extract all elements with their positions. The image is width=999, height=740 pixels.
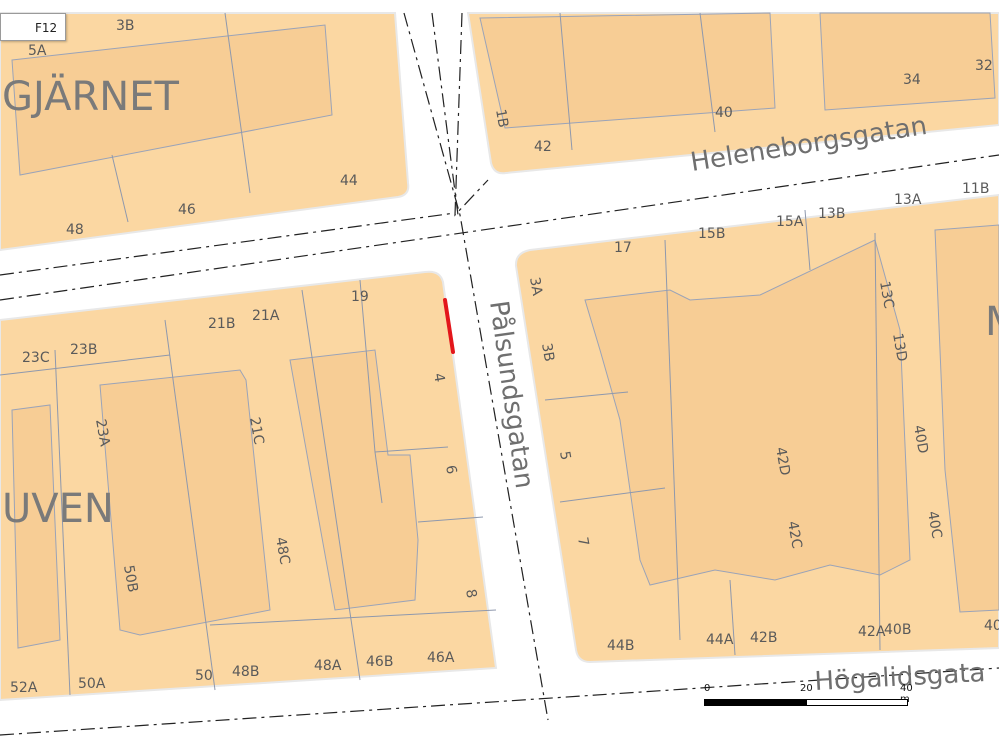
address-label: 46B bbox=[366, 654, 393, 670]
address-label: 42 bbox=[534, 139, 552, 155]
address-label: 40B bbox=[884, 622, 911, 638]
address-label: 19 bbox=[351, 289, 369, 305]
address-label: 40D bbox=[910, 424, 931, 455]
address-label: 23B bbox=[70, 342, 97, 358]
road-lines bbox=[0, 12, 999, 736]
address-label: 4 bbox=[430, 372, 447, 384]
address-label: 42B bbox=[750, 630, 777, 646]
address-label: 1B bbox=[492, 108, 511, 129]
address-label: 3B bbox=[538, 342, 557, 363]
address-label: 13C bbox=[876, 280, 897, 310]
address-label: 34 bbox=[903, 72, 921, 88]
address-label: 42C bbox=[784, 520, 805, 550]
address-label: 42A bbox=[858, 624, 886, 640]
address-label: 15A bbox=[776, 214, 804, 230]
address-label: 48B bbox=[232, 664, 259, 680]
property-lines bbox=[0, 12, 881, 696]
address-label: 3A bbox=[526, 276, 545, 297]
district-label-bottom-left: UVEN bbox=[2, 486, 114, 532]
address-label: 13D bbox=[889, 332, 910, 363]
address-label: 50A bbox=[78, 676, 106, 692]
address-label: 17 bbox=[614, 240, 632, 256]
address-label: 40C bbox=[924, 510, 945, 540]
district-label-right: M bbox=[985, 299, 999, 345]
address-label: 40 bbox=[984, 618, 999, 634]
address-label: 32 bbox=[975, 58, 993, 74]
address-label: 46A bbox=[427, 650, 455, 666]
scale-segment-white bbox=[806, 699, 908, 706]
address-label: 11B bbox=[962, 181, 989, 197]
address-label: 48A bbox=[314, 658, 342, 674]
address-label: 44A bbox=[706, 632, 734, 648]
address-label: 48 bbox=[66, 222, 84, 238]
address-label: 44B bbox=[607, 638, 634, 654]
address-label: 40 bbox=[715, 105, 733, 121]
address-label: 8 bbox=[462, 588, 479, 600]
address-label: 52A bbox=[10, 680, 38, 696]
address-label: 50 bbox=[195, 668, 213, 684]
address-label: 15B bbox=[698, 226, 725, 242]
address-label: 6 bbox=[442, 464, 459, 476]
address-label: 42D bbox=[772, 446, 793, 477]
scale-bar: 0 20 40 m bbox=[704, 683, 914, 713]
f12-button[interactable]: F12 bbox=[0, 13, 66, 41]
address-label: 21B bbox=[208, 316, 235, 332]
address-label: 5A bbox=[28, 43, 47, 59]
address-label: 44 bbox=[340, 173, 358, 189]
address-label: 50B bbox=[120, 564, 141, 594]
address-label: 21C bbox=[246, 416, 267, 446]
address-label: 13B bbox=[818, 206, 845, 222]
scale-label-0: 0 bbox=[704, 683, 711, 694]
address-label: 48C bbox=[272, 536, 293, 566]
address-label: 21A bbox=[252, 308, 280, 324]
address-labels: 3B 5A 44 46 48 1B 42 40 34 32 17 15B 15A… bbox=[10, 18, 999, 696]
district-label-top-left: GJÄRNET bbox=[2, 72, 179, 120]
address-label: 5 bbox=[556, 450, 573, 462]
address-label: 7 bbox=[574, 536, 591, 548]
address-label: 23C bbox=[22, 350, 50, 366]
buildings bbox=[11, 12, 999, 649]
address-label: 13A bbox=[894, 192, 922, 208]
scale-label-20: 20 bbox=[800, 683, 813, 694]
address-label: 46 bbox=[178, 202, 196, 218]
address-label: 3B bbox=[116, 18, 135, 34]
highlighted-segment bbox=[443, 298, 455, 354]
scale-segment-black bbox=[704, 699, 806, 706]
address-label: 23A bbox=[92, 418, 113, 448]
